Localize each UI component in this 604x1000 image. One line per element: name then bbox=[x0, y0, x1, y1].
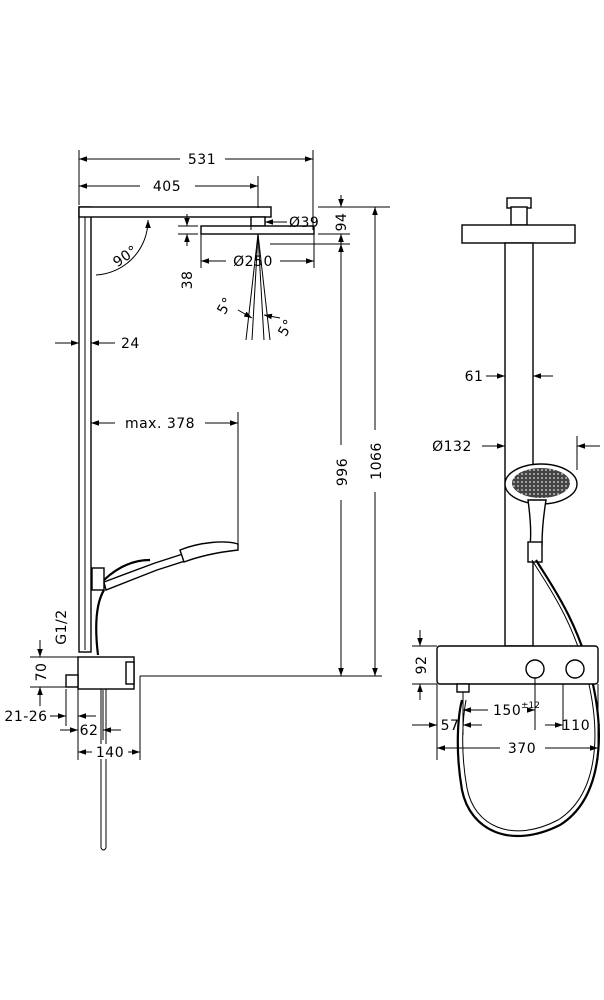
dim-spray-left: 5° bbox=[214, 295, 236, 318]
dim-70: 70 bbox=[34, 663, 50, 682]
dim-38: 38 bbox=[180, 271, 196, 290]
shower-arm bbox=[78, 206, 272, 218]
dim-62: 62 bbox=[80, 723, 99, 739]
column-front bbox=[504, 242, 534, 647]
dim-hand-diameter: Ø132 bbox=[432, 439, 472, 455]
dim-1066: 1066 bbox=[369, 442, 385, 480]
dim-92: 92 bbox=[414, 656, 430, 675]
thermostat-front bbox=[436, 645, 599, 685]
dim-531: 531 bbox=[188, 152, 216, 168]
dim-370: 370 bbox=[508, 741, 536, 757]
overhead-shower-front bbox=[461, 224, 576, 244]
dim-110: 110 bbox=[562, 718, 590, 734]
dim-24: 24 bbox=[121, 336, 140, 352]
dim-150: 150 bbox=[493, 703, 521, 719]
dim-57: 57 bbox=[441, 718, 460, 734]
hand-shower-handle bbox=[103, 558, 151, 581]
front-dimensions: 61 Ø132 92 150 ±12 57 110 370 bbox=[412, 369, 600, 760]
thermostat-body bbox=[77, 656, 135, 690]
dim-spray-right: 5° bbox=[275, 317, 297, 340]
dim-996: 996 bbox=[335, 458, 351, 486]
hand-shower-head bbox=[179, 541, 239, 563]
flow-knob bbox=[565, 659, 585, 679]
dim-max-378: max. 378 bbox=[125, 416, 195, 432]
dim-61: 61 bbox=[465, 369, 484, 385]
front-view bbox=[436, 197, 600, 838]
side-view bbox=[65, 206, 315, 851]
hand-shower-holder bbox=[91, 567, 105, 591]
hose-front bbox=[456, 559, 600, 838]
dim-angle-90: 90° bbox=[110, 243, 141, 271]
dim-outlet-diameter: Ø39 bbox=[289, 215, 319, 231]
dim-150-tolerance: ±12 bbox=[521, 701, 540, 711]
dim-21-26: 21-26 bbox=[4, 709, 47, 725]
head-connector bbox=[250, 216, 266, 227]
dim-405: 405 bbox=[153, 179, 181, 195]
dim-head-diameter: Ø250 bbox=[233, 254, 273, 270]
temperature-knob bbox=[525, 659, 545, 679]
side-dimensions: 531 405 Ø39 94 90° Ø250 38 5° 5° bbox=[4, 150, 390, 761]
dim-140: 140 bbox=[96, 745, 124, 761]
dim-thread: G1/2 bbox=[54, 609, 70, 644]
dim-94: 94 bbox=[334, 213, 350, 232]
